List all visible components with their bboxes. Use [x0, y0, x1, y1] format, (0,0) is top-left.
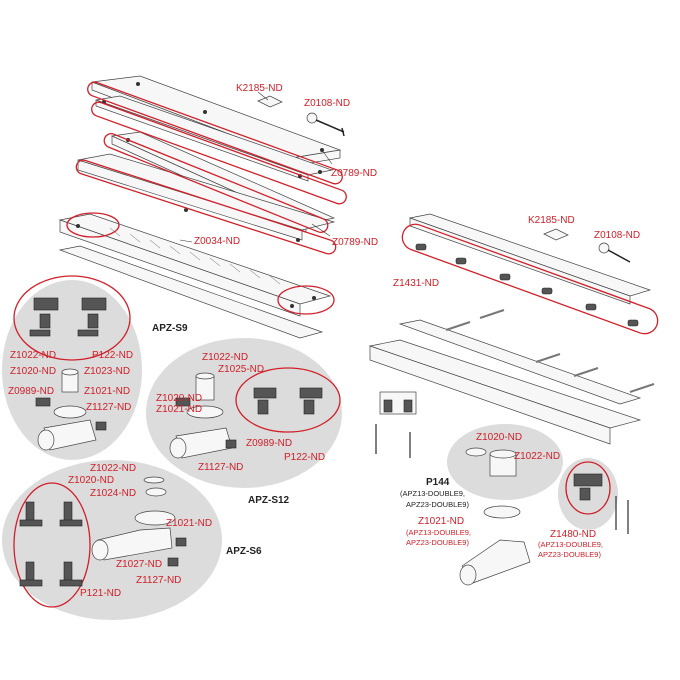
- group-apz-s9: [2, 275, 142, 460]
- label-s9-z1020: Z1020-ND: [10, 366, 56, 377]
- label-s6-z1024: Z1024-ND: [90, 488, 136, 499]
- label-s9-z1023: Z1023-ND: [84, 366, 130, 377]
- label-s9-z1127: Z1127-ND: [86, 402, 131, 413]
- group-apz-s6: [2, 460, 222, 620]
- label-z1431: Z1431-ND: [393, 278, 439, 289]
- right-rail-assembly: [368, 213, 655, 445]
- z0108-key-right: [598, 242, 631, 263]
- label-s12-z0989: Z0989-ND: [246, 438, 292, 449]
- label-z0108-top: Z0108-ND: [304, 98, 350, 109]
- label-r-z1020: Z1020-ND: [476, 432, 522, 443]
- label-s9-z0989: Z0989-ND: [8, 386, 54, 397]
- label-z0789-a: Z0789-ND: [331, 168, 377, 179]
- label-r-p144-note: (APZ13-DOUBLE9,: [400, 489, 465, 498]
- label-s9-z1022: Z1022-ND: [10, 350, 56, 361]
- group-label-apz-s12: APZ-S12: [248, 495, 290, 506]
- label-s9-p122: P122-ND: [92, 350, 133, 361]
- label-s12-z1021: Z1021-ND: [156, 404, 202, 415]
- group-label-apz-s9: APZ-S9: [152, 323, 188, 334]
- label-r-z1021-note2: APZ23-DOUBLE9): [406, 538, 469, 547]
- group-double9: [447, 424, 629, 586]
- label-s6-z1127: Z1127-ND: [136, 575, 181, 586]
- label-r-z1480: Z1480-ND: [550, 529, 596, 540]
- label-s6-p121: P121-ND: [80, 588, 121, 599]
- label-s12-z1025: Z1025-ND: [218, 364, 264, 375]
- label-k2185-right: K2185-ND: [528, 215, 575, 226]
- label-s6-z1022: Z1022-ND: [90, 463, 136, 474]
- label-r-z1480-note: (APZ13-DOUBLE9,: [538, 540, 603, 549]
- z0108-key-top: [306, 112, 345, 137]
- label-s6-z1027: Z1027-ND: [116, 559, 162, 570]
- label-s12-z1127: Z1127-ND: [198, 462, 243, 473]
- label-r-p144-note2: APZ23-DOUBLE9): [406, 500, 469, 509]
- leaders-top: [179, 91, 333, 243]
- label-r-p144: P144: [426, 477, 450, 488]
- label-r-z1021: Z1021-ND: [418, 516, 464, 527]
- k2185-plate-right: [543, 228, 569, 241]
- label-z0789-b: Z0789-ND: [332, 237, 378, 248]
- label-s12-p122: P122-ND: [284, 452, 325, 463]
- right-bracket: [375, 391, 417, 458]
- label-s12-z1020: Z1020-ND: [156, 393, 202, 404]
- label-s6-z1021: Z1021-ND: [166, 518, 212, 529]
- label-r-z1480-note2: APZ23-DOUBLE9): [538, 550, 601, 559]
- right-rail-highlight: [401, 223, 659, 335]
- label-r-z1022: Z1022-ND: [514, 451, 560, 462]
- left-rail-highlights: [66, 81, 347, 315]
- group-apz-s12: [146, 338, 342, 488]
- k2185-plate-top: [257, 95, 283, 108]
- label-r-z1021-note: (APZ13-DOUBLE9,: [406, 528, 471, 537]
- label-k2185-top: K2185-ND: [236, 83, 283, 94]
- label-s12-z1022: Z1022-ND: [202, 352, 248, 363]
- label-s6-z1020: Z1020-ND: [68, 475, 114, 486]
- label-s9-z1021: Z1021-ND: [84, 386, 130, 397]
- label-z0034: Z0034-ND: [194, 236, 240, 247]
- group-label-apz-s6: APZ-S6: [226, 546, 262, 557]
- label-z0108-right: Z0108-ND: [594, 230, 640, 241]
